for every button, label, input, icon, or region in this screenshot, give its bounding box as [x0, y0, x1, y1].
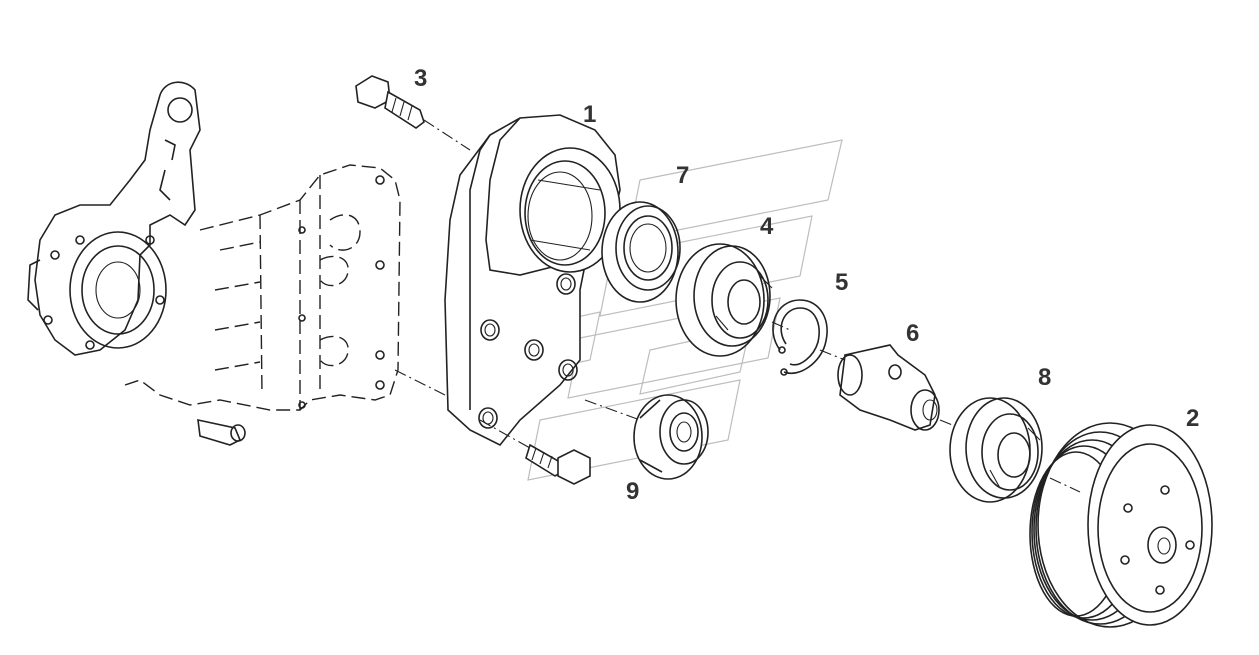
- callout-8: 8: [1038, 364, 1051, 391]
- callout-9: 9: [626, 478, 639, 505]
- assembly-axis-lines: [394, 321, 791, 421]
- callout-6: 6: [906, 320, 919, 347]
- part-6-shaft: [819, 344, 961, 431]
- part-5-snap-ring: [772, 299, 828, 376]
- part-9-idler-pulley: [633, 394, 709, 480]
- callout-4: 4: [760, 213, 774, 240]
- callout-2: 2: [1186, 405, 1199, 432]
- callout-3: 3: [414, 65, 427, 92]
- part-1-bracket-housing: [444, 114, 621, 447]
- part-2-pulley: [1029, 422, 1213, 628]
- part-4-bearing: [675, 243, 773, 357]
- part-9-bolt: [479, 419, 591, 485]
- part-7-seal: [601, 201, 681, 303]
- callout-5: 5: [835, 269, 848, 296]
- part-8-bearing: [949, 397, 1043, 503]
- callout-7: 7: [676, 162, 689, 189]
- callout-1: 1: [583, 101, 596, 128]
- gear-case-housing: [27, 81, 201, 356]
- dashed-bracket-outline: [124, 164, 401, 446]
- part-3-bolt: [355, 75, 471, 151]
